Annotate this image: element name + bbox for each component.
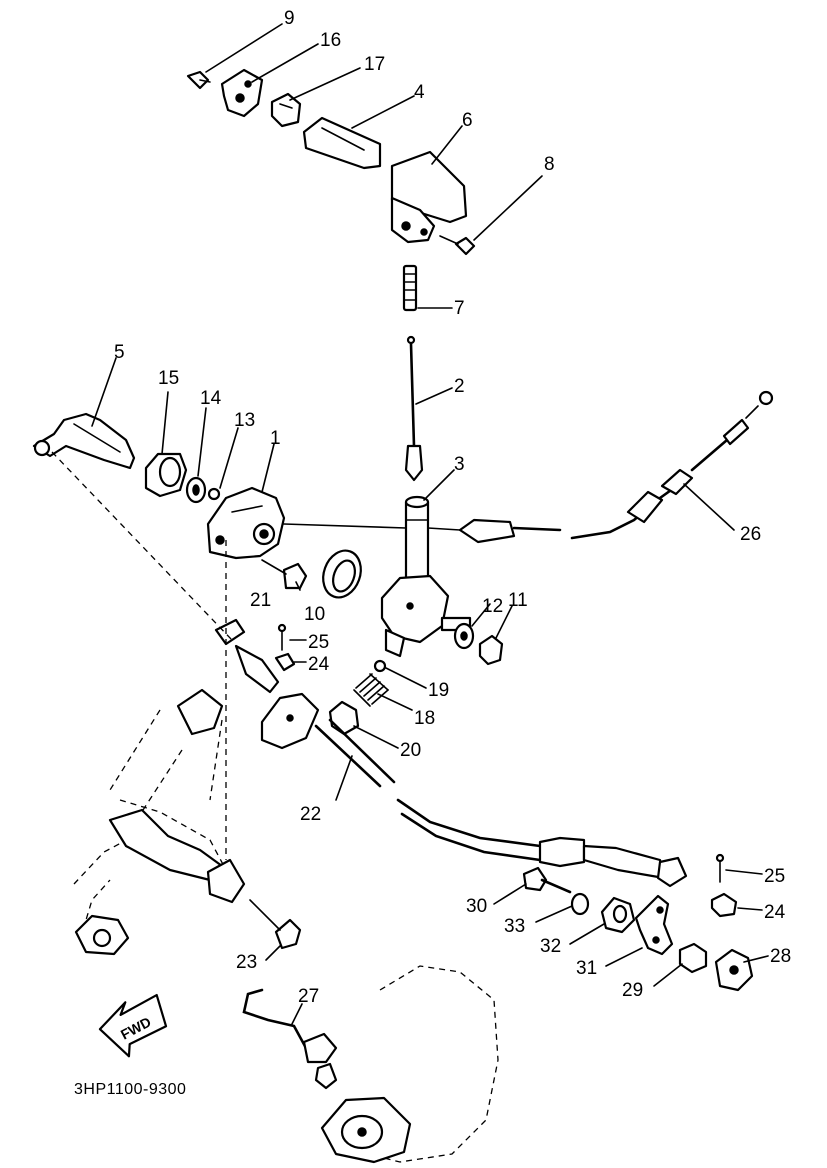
- callout-20: 20: [400, 740, 421, 761]
- diagram-code: 3HP1100-9300: [74, 1081, 186, 1098]
- part-18-spring: [353, 673, 389, 707]
- part-17-clip: [270, 92, 302, 128]
- callout-25-lower: 25: [764, 866, 785, 887]
- part-21-bolt: [261, 559, 308, 590]
- part-28-nut: [714, 948, 754, 992]
- callout-3: 3: [454, 454, 465, 475]
- part-9-screw: [186, 70, 211, 90]
- part-10-seal: [322, 549, 362, 599]
- callout-15: 15: [158, 368, 179, 389]
- callout-33: 33: [504, 916, 525, 937]
- part-1-friction-housing: [206, 486, 286, 560]
- part-16-bracket: [220, 68, 264, 118]
- callout-23: 23: [236, 952, 257, 973]
- callout-29: 29: [622, 980, 643, 1001]
- callout-12: 12: [482, 596, 503, 617]
- part-33-washer: [570, 892, 590, 916]
- callout-10: 10: [304, 604, 325, 625]
- callout-11: 11: [508, 590, 528, 611]
- part-24-pin-lower: [710, 892, 738, 918]
- part-22-shift-cable: [214, 618, 688, 888]
- callout-14: 14: [200, 388, 222, 409]
- callout-30: 30: [466, 896, 487, 917]
- part-5-steering-arm: [32, 412, 136, 470]
- fwd-direction-arrow: FWD: [98, 993, 168, 1058]
- callout-5: 5: [114, 342, 125, 363]
- callout-7: 7: [454, 298, 465, 319]
- callout-18: 18: [414, 708, 435, 729]
- callout-13: 13: [234, 410, 255, 431]
- swivel-bracket-outline: [51, 451, 246, 956]
- callout-21: 21: [250, 590, 271, 611]
- callout-8: 8: [544, 154, 555, 175]
- callout-25-upper: 25: [308, 632, 329, 653]
- part-8-screw: [439, 235, 476, 256]
- part-31-shift-lever: [634, 894, 674, 956]
- leader-lines: [91, 23, 769, 1025]
- part-27-hose: [242, 988, 338, 1090]
- callout-22: 22: [300, 804, 321, 825]
- part-25-clip-upper: [277, 623, 287, 651]
- callout-1: 1: [270, 428, 281, 449]
- part-24-pin-upper: [274, 652, 296, 672]
- part-30-bolt: [522, 866, 572, 894]
- part-23-bolt: [249, 899, 302, 950]
- part-19-ball: [373, 659, 387, 673]
- part-7-spring-bolt: [402, 264, 418, 312]
- part-2-rod: [404, 335, 424, 482]
- callout-24-upper: 24: [308, 654, 330, 675]
- callout-16: 16: [320, 30, 341, 51]
- part-20-plug: [328, 700, 360, 736]
- part-11-nut: [478, 634, 504, 666]
- part-3-shift-shaft: [380, 495, 472, 658]
- part-6-throttle-handle: [390, 150, 468, 244]
- part-29-collar: [678, 942, 708, 974]
- part-13-o-ring: [207, 487, 221, 501]
- part-15-bushing: [144, 452, 188, 498]
- lower-unit-housing: [320, 965, 499, 1164]
- callout-4: 4: [414, 82, 425, 103]
- callout-6: 6: [462, 110, 473, 131]
- part-4-tiller-grip: [302, 116, 382, 170]
- part-32-lever-collar: [600, 896, 636, 934]
- callout-9: 9: [284, 8, 295, 29]
- part-14-washer: [185, 476, 207, 504]
- part-26-throttle-cable: [283, 390, 774, 544]
- callout-26: 26: [740, 524, 761, 545]
- callout-24-lower: 24: [764, 902, 786, 923]
- callout-19: 19: [428, 680, 449, 701]
- callout-32: 32: [540, 936, 561, 957]
- part-12-washer: [453, 622, 475, 650]
- part-25-clip-lower: [715, 853, 725, 883]
- callout-28: 28: [770, 946, 791, 967]
- callout-17: 17: [364, 54, 385, 75]
- callout-numbers: 9 16 17 4 6 8 7 2 5 15 14 13 1 3 26 12 1…: [114, 8, 791, 1007]
- callout-31: 31: [576, 958, 597, 979]
- callout-2: 2: [454, 376, 465, 397]
- callout-27: 27: [298, 986, 319, 1007]
